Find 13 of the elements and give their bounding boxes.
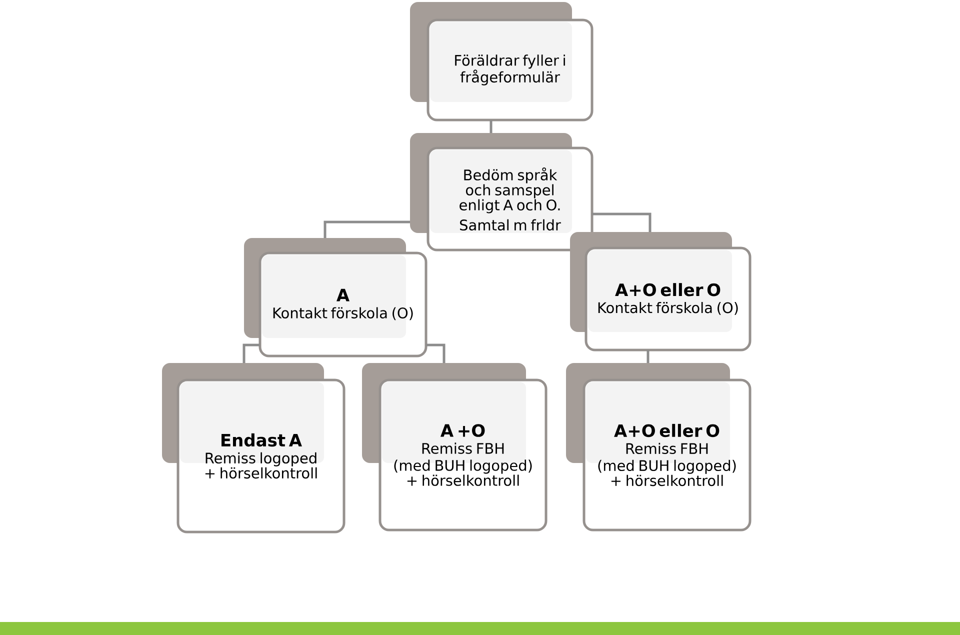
- flow-card: A +O Remiss FBH (med BUH logoped) + hörselkontroll: [362, 363, 548, 532]
- connector-line: [646, 350, 650, 363]
- flow-card: A+O eller O Kontakt förskola (O): [570, 232, 752, 352]
- flow-card: A+O eller O Remiss FBH (med BUH logoped) + hörselkontroll: [566, 363, 752, 532]
- flow-card: Bedöm språk och samspel enligt A och O. Samtal m frldr: [410, 133, 594, 252]
- connector-line: [592, 212, 652, 232]
- flow-card: Föräldrar fyller i frågeformulär: [410, 2, 594, 122]
- connector-line: [426, 344, 446, 363]
- flow-card: A Kontakt förskola (O): [244, 238, 428, 358]
- connector-line: [324, 220, 410, 238]
- connector-line: [242, 344, 260, 363]
- flow-card: Endast A Remiss logoped + hörselkontroll: [162, 363, 346, 534]
- connector-line: [490, 120, 492, 133]
